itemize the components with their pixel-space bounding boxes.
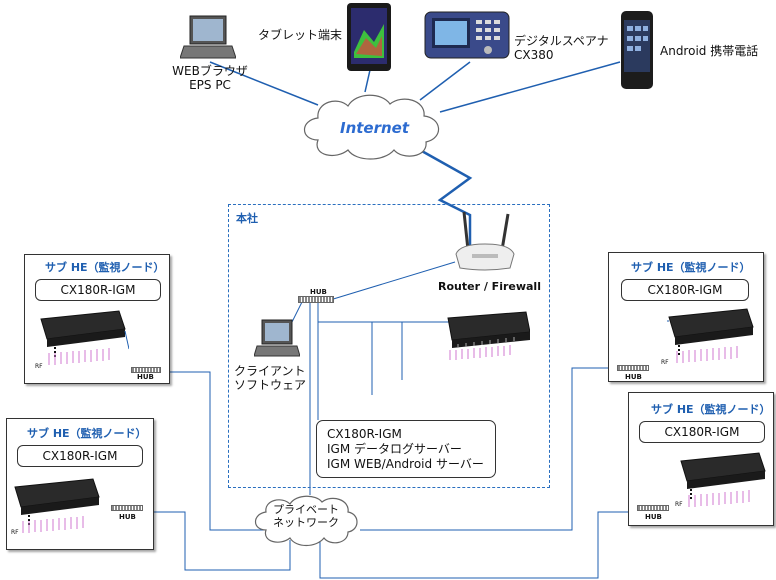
sub-node-title: サブ HE（監視ノード） bbox=[45, 261, 165, 274]
hub-icon bbox=[617, 365, 649, 371]
hq-rack-unit-icon bbox=[438, 310, 530, 360]
server-line3: IGM WEB/Android サーバー bbox=[327, 457, 484, 471]
sub-node-left-bottom: サブ HE（監視ノード） CX180R-IGM RF HUB bbox=[6, 418, 154, 550]
rack-unit-icon bbox=[679, 451, 769, 507]
rack-unit-icon bbox=[13, 477, 103, 533]
web-browser-label: WEBブラウザ EPS PC bbox=[170, 64, 250, 92]
hq-hub-icon bbox=[298, 296, 334, 303]
private-network-line2: ネットワーク bbox=[273, 516, 339, 529]
server-line1: CX180R-IGM bbox=[327, 427, 402, 441]
analyzer-line2: CX380 bbox=[514, 48, 554, 62]
web-browser-line2: EPS PC bbox=[189, 78, 231, 92]
hub-label: HUB bbox=[625, 373, 642, 381]
sub-node-model: CX180R-IGM bbox=[639, 421, 765, 443]
rf-label: RF bbox=[11, 529, 19, 536]
sub-node-right-bottom: サブ HE（監視ノード） CX180R-IGM RF HUB bbox=[628, 392, 774, 526]
hub-label: HUB bbox=[119, 513, 136, 521]
hq-region bbox=[228, 204, 550, 488]
private-network-line1: プライベート bbox=[273, 503, 339, 516]
rf-label: RF bbox=[35, 363, 43, 370]
hub-label: HUB bbox=[137, 373, 154, 381]
server-line2: IGM データログサーバー bbox=[327, 442, 462, 456]
hq-label: 本社 bbox=[236, 212, 258, 225]
sub-node-model: CX180R-IGM bbox=[35, 279, 161, 301]
client-line2: ソフトウェア bbox=[234, 378, 307, 392]
web-browser-line1: WEBブラウザ bbox=[172, 64, 248, 78]
hq-server-box: CX180R-IGM IGM データログサーバー IGM WEB/Android… bbox=[316, 420, 496, 478]
client-line1: クライアント bbox=[234, 364, 306, 378]
hub-icon bbox=[131, 367, 161, 373]
internet-cloud-icon bbox=[298, 88, 446, 164]
analyzer-label: デジタルスペアナ CX380 bbox=[514, 34, 609, 62]
hub-label: HUB bbox=[645, 513, 662, 521]
router-icon bbox=[452, 210, 518, 274]
tablet-icon bbox=[346, 2, 392, 72]
sub-node-model: CX180R-IGM bbox=[17, 445, 143, 467]
hub-icon bbox=[111, 505, 143, 511]
android-phone-icon bbox=[620, 10, 654, 90]
router-label: Router / Firewall bbox=[438, 280, 541, 293]
sub-node-title: サブ HE（監視ノード） bbox=[651, 403, 771, 416]
laptop-icon bbox=[180, 14, 236, 62]
spectrum-analyzer-icon bbox=[424, 8, 510, 62]
rf-label: RF bbox=[661, 359, 669, 366]
client-label: クライアント ソフトウェア bbox=[234, 364, 306, 392]
hub-icon bbox=[637, 505, 669, 511]
rack-unit-icon bbox=[667, 307, 757, 363]
rf-label: RF bbox=[675, 501, 683, 508]
hq-hub-label: HUB bbox=[310, 288, 327, 296]
sub-node-title: サブ HE（監視ノード） bbox=[631, 261, 751, 274]
client-laptop-icon bbox=[254, 318, 300, 358]
private-network-label: プライベート ネットワーク bbox=[270, 503, 342, 529]
tablet-label: タブレット端末 bbox=[258, 28, 343, 42]
sub-node-right-top: サブ HE（監視ノード） CX180R-IGM RF HUB bbox=[608, 252, 764, 382]
android-label: Android 携帯電話 bbox=[660, 44, 759, 58]
rack-unit-icon bbox=[39, 309, 129, 365]
sub-node-title: サブ HE（監視ノード） bbox=[27, 427, 147, 440]
internet-label: Internet bbox=[340, 119, 410, 137]
analyzer-line1: デジタルスペアナ bbox=[514, 34, 609, 48]
private-network-cloud-icon bbox=[250, 490, 362, 548]
sub-node-model: CX180R-IGM bbox=[621, 279, 749, 301]
sub-node-left-top: サブ HE（監視ノード） CX180R-IGM RF HUB bbox=[24, 254, 170, 384]
